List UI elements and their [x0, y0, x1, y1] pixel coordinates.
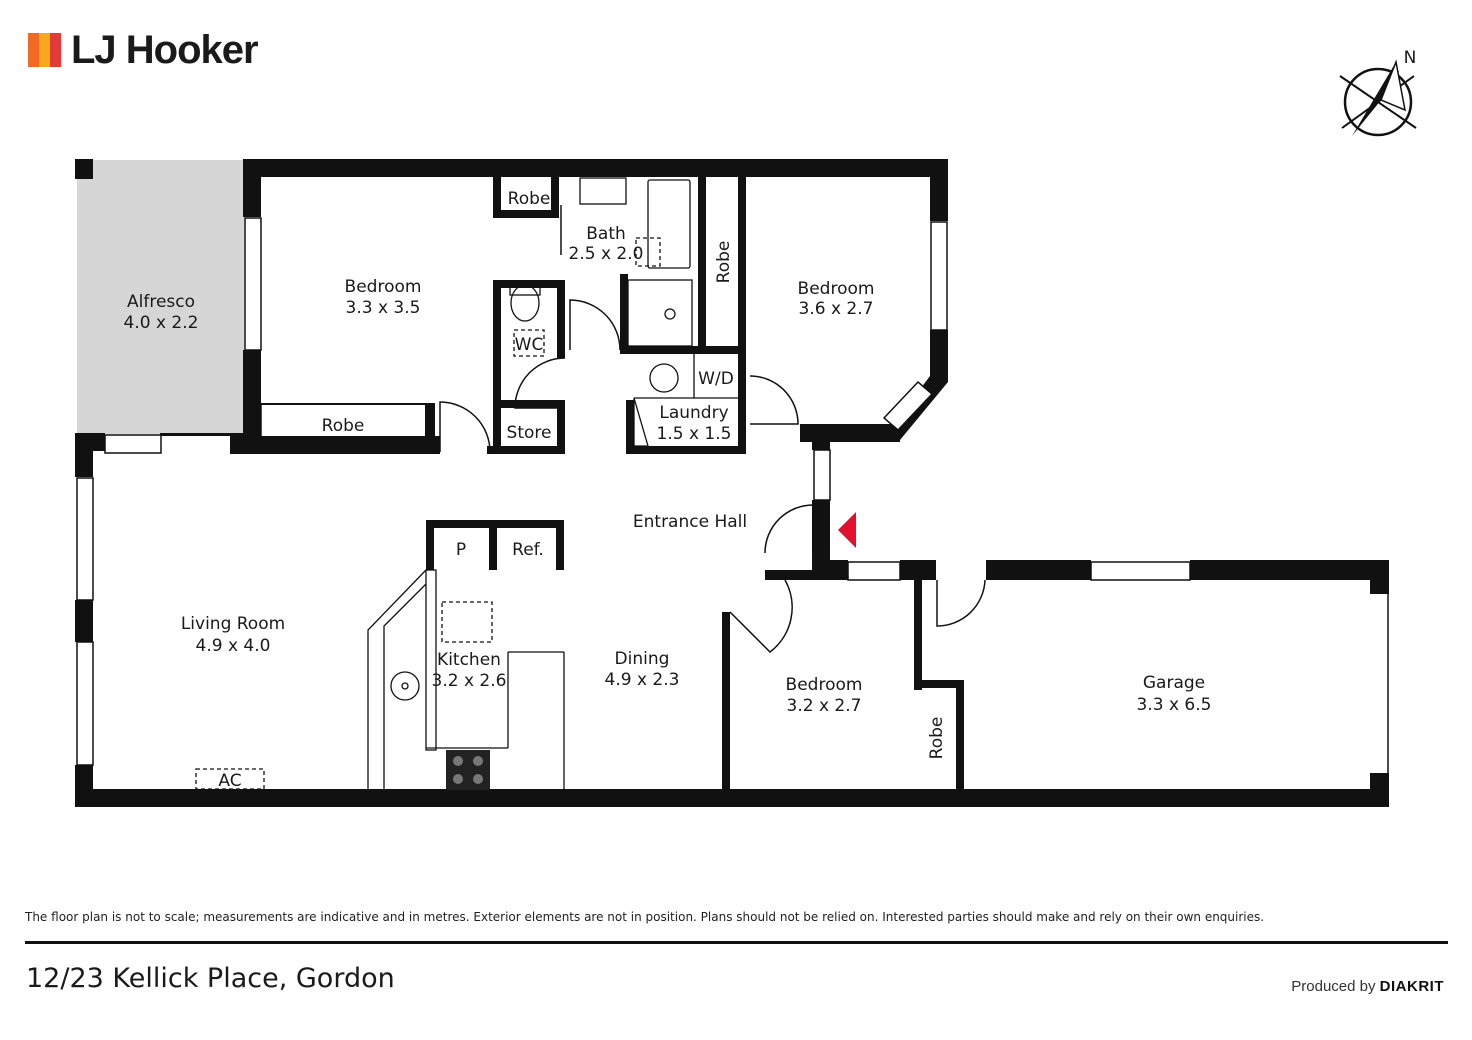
exterior-walls — [75, 159, 1389, 807]
logo-bar-1 — [28, 33, 39, 67]
brand-logo: LJ Hooker — [28, 28, 259, 72]
room-name-bedroom3: Bedroom — [786, 675, 863, 695]
cooktop-icon — [446, 750, 490, 790]
room-name-robe-vertical: Robe — [714, 241, 734, 284]
property-address: 12/23 Kellick Place, Gordon — [26, 963, 395, 994]
room-size-bedroom2: 3.6 x 2.7 — [799, 299, 874, 319]
footer-divider — [25, 941, 1448, 944]
room-name-robe-garage: Robe — [927, 717, 947, 760]
logo-bar-3 — [50, 33, 61, 67]
compass-north-label: N — [1404, 48, 1417, 68]
room-name-kitchen: Kitchen — [437, 650, 501, 670]
room-name-pantry: P — [456, 540, 466, 560]
disclaimer-text: The floor plan is not to scale; measurem… — [25, 910, 1265, 924]
room-name-robe-bed1: Robe — [322, 416, 365, 436]
room-name-bedroom1: Bedroom — [345, 277, 422, 297]
room-name-garage: Garage — [1143, 673, 1205, 693]
room-size-alfresco: 4.0 x 2.2 — [124, 313, 199, 333]
room-name-entrance: Entrance Hall — [633, 512, 747, 532]
doors — [260, 205, 1389, 773]
room-name-ac: AC — [218, 771, 241, 791]
interior-walls — [260, 176, 964, 800]
room-size-living: 4.9 x 4.0 — [196, 636, 271, 656]
room-name-robe-top: Robe — [508, 189, 551, 209]
room-name-living: Living Room — [181, 614, 285, 634]
room-labels: Alfresco 4.0 x 2.2 Bedroom 3.3 x 3.5 Rob… — [124, 189, 1212, 791]
room-name-bedroom2: Bedroom — [798, 279, 875, 299]
room-name-wc: WC — [515, 335, 544, 355]
room-size-laundry: 1.5 x 1.5 — [657, 424, 732, 444]
alfresco-area — [77, 160, 244, 434]
produced-by: Produced by DIAKRIT — [1291, 978, 1444, 995]
entry-marker-icon — [838, 512, 856, 548]
room-size-bedroom1: 3.3 x 3.5 — [346, 298, 421, 318]
room-name-bath: Bath — [586, 224, 626, 244]
room-name-store: Store — [507, 423, 552, 443]
windows — [76, 217, 1191, 766]
room-name-ref: Ref. — [512, 540, 544, 560]
logo-color-bars — [28, 33, 61, 67]
room-size-garage: 3.3 x 6.5 — [1137, 695, 1212, 715]
room-name-alfresco: Alfresco — [127, 292, 195, 312]
produced-by-label: Produced by — [1291, 978, 1376, 995]
compass-icon: N — [1339, 48, 1417, 137]
fixtures — [195, 177, 738, 790]
logo-bar-2 — [39, 33, 50, 67]
brand-name: LJ Hooker — [71, 28, 259, 72]
room-size-bedroom3: 3.2 x 2.7 — [787, 696, 862, 716]
room-name-dining: Dining — [615, 649, 670, 669]
room-size-bath: 2.5 x 2.0 — [569, 244, 644, 264]
room-name-wd: W/D — [698, 369, 734, 389]
room-size-kitchen: 3.2 x 2.6 — [432, 671, 507, 691]
room-name-laundry: Laundry — [659, 403, 728, 423]
room-size-dining: 4.9 x 2.3 — [605, 670, 680, 690]
producer-name: DIAKRIT — [1379, 978, 1444, 995]
